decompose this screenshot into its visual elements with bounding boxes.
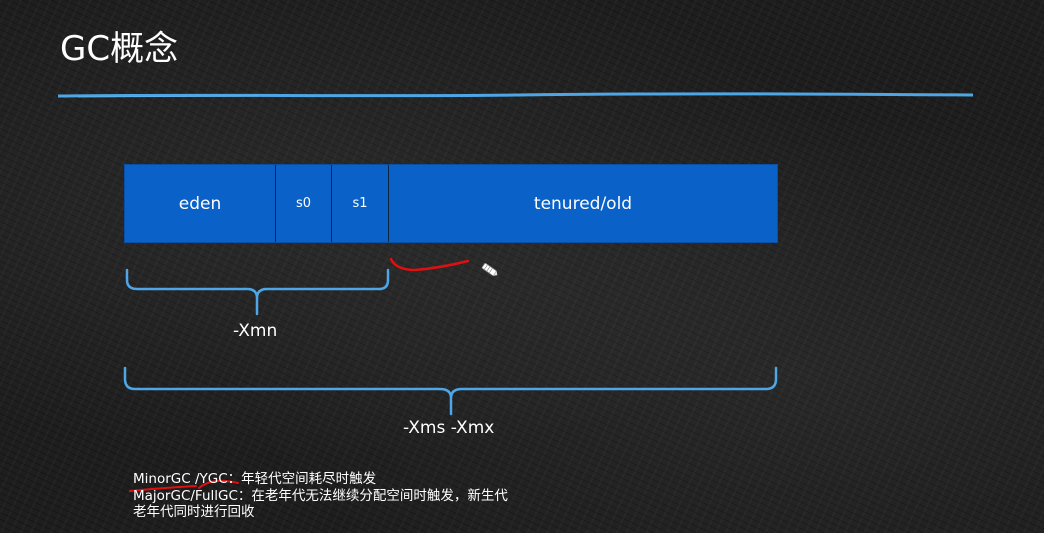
xms-xmx-label: -Xms -Xmx: [403, 418, 495, 438]
title-divider: [58, 92, 973, 98]
survivor-s1-segment: s1: [332, 165, 389, 242]
gc-notes: MinorGC /YGC：年轻代空间耗尽时触发 MajorGC/FullGC：在…: [133, 471, 508, 521]
tenured-old-segment: tenured/old: [533, 193, 633, 214]
heap-memory-bar: eden s0 s1 tenured/old: [125, 165, 777, 242]
note-minor-gc: MinorGC /YGC：年轻代空间耗尽时触发: [133, 471, 377, 487]
red-annotation-curve: [389, 257, 470, 272]
red-underline-minorgc: [129, 485, 197, 492]
slide-title: GC概念: [60, 29, 179, 69]
survivor-s0-segment: s0: [276, 165, 332, 242]
note-major-gc-continued: 老年代同时进行回收: [133, 504, 255, 520]
xmn-label: -Xmn: [233, 321, 278, 341]
note-major-gc: MajorGC/FullGC：在老年代无法继续分配空间时触发，新生代: [133, 487, 508, 504]
pen-cursor-icon: [481, 263, 498, 276]
red-underline-ygc: [198, 479, 239, 489]
eden-segment: eden: [125, 165, 276, 242]
total-heap-brace: [123, 366, 778, 416]
young-generation-brace: [125, 268, 390, 316]
